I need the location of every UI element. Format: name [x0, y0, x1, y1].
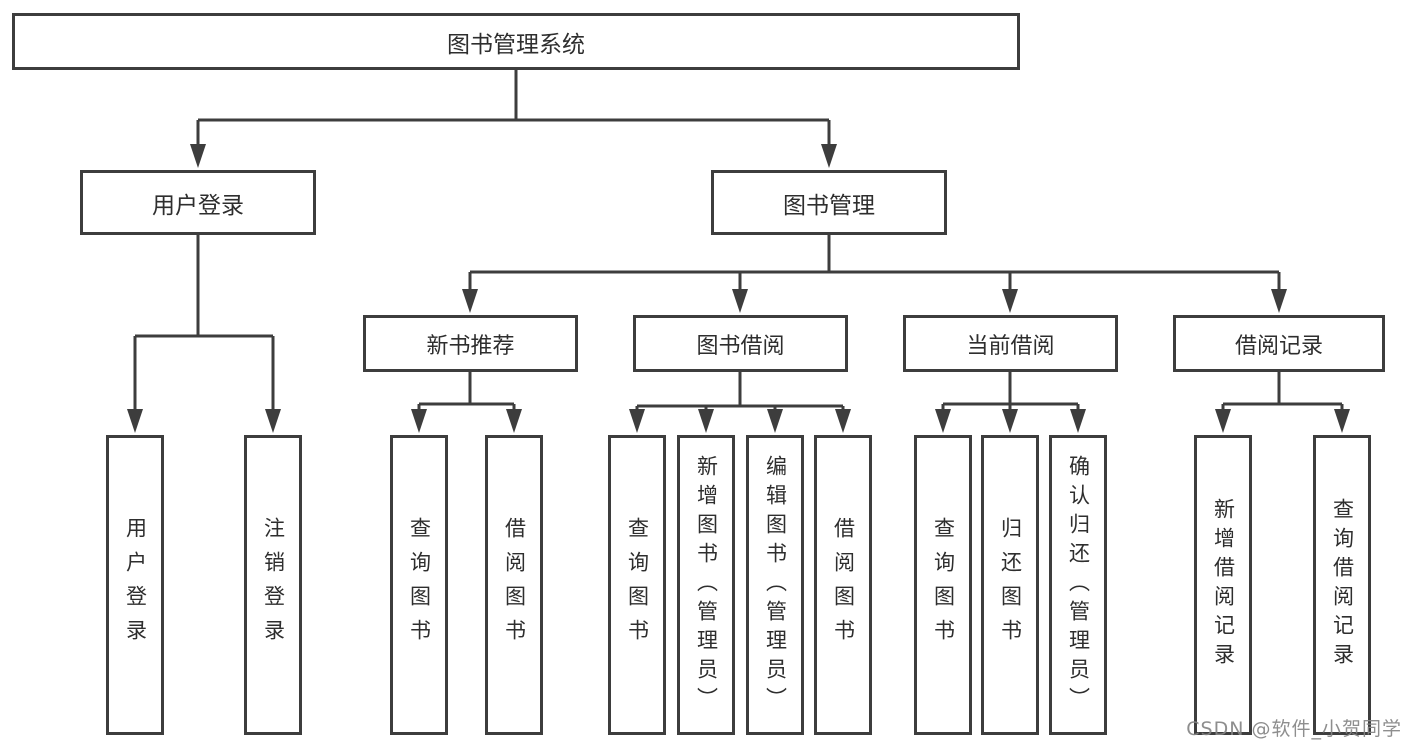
node-root: 图书管理系统 — [12, 13, 1020, 70]
connector-user-login-children — [133, 235, 275, 411]
leaf-edit-books-admin: 编辑图书（管理员） — [746, 435, 804, 735]
arrowhead — [1070, 409, 1086, 433]
leaf-label: 新增图书（管理员） — [694, 454, 719, 716]
leaf-label: 查询借阅记录 — [1330, 498, 1355, 672]
leaf-label: 查询图书 — [407, 517, 432, 653]
arrowhead — [1002, 409, 1018, 433]
leaf-label: 查询图书 — [625, 517, 650, 653]
node-book-mgmt-label: 图书管理 — [783, 192, 875, 219]
node-book-borrow: 图书借阅 — [633, 315, 848, 372]
connector-current-borrow-children — [941, 372, 1080, 411]
node-book-mgmt: 图书管理 — [711, 170, 947, 235]
leaf-user-login: 用户登录 — [106, 435, 164, 735]
arrowhead — [1215, 409, 1231, 433]
arrowhead — [821, 144, 837, 168]
leaf-label: 归还图书 — [998, 517, 1023, 653]
connector-borrow-records-children — [1221, 372, 1344, 411]
node-borrow-records: 借阅记录 — [1173, 315, 1385, 372]
node-book-borrow-label: 图书借阅 — [696, 333, 785, 359]
node-borrow-records-label: 借阅记录 — [1234, 333, 1323, 359]
leaf-label: 注销登录 — [261, 517, 286, 653]
arrowhead — [506, 409, 522, 433]
arrowhead — [265, 409, 281, 433]
node-user-login: 用户登录 — [80, 170, 316, 235]
leaf-rec-search-books: 查询图书 — [390, 435, 448, 735]
leaf-label: 确认归还（管理员） — [1066, 454, 1091, 716]
arrowhead — [698, 409, 714, 433]
arrowhead — [1002, 289, 1018, 313]
arrowhead — [935, 409, 951, 433]
leaf-current-search-books: 查询图书 — [914, 435, 972, 735]
node-new-book-rec-label: 新书推荐 — [426, 333, 515, 359]
leaf-label: 编辑图书（管理员） — [763, 454, 788, 716]
leaf-return-books: 归还图书 — [981, 435, 1039, 735]
leaf-label: 借阅图书 — [502, 517, 527, 653]
node-current-borrow: 当前借阅 — [903, 315, 1118, 372]
leaf-add-books-admin: 新增图书（管理员） — [677, 435, 735, 735]
node-user-login-label: 用户登录 — [152, 192, 244, 219]
arrowhead — [1271, 289, 1287, 313]
arrowhead — [629, 409, 645, 433]
leaf-rec-borrow-books: 借阅图书 — [485, 435, 543, 735]
leaf-borrow-search-books: 查询图书 — [608, 435, 666, 735]
connector-root-to-level2 — [196, 70, 831, 146]
arrowhead — [411, 409, 427, 433]
leaf-logout: 注销登录 — [244, 435, 302, 735]
leaf-label: 查询图书 — [931, 517, 956, 653]
arrowhead — [767, 409, 783, 433]
node-new-book-rec: 新书推荐 — [363, 315, 578, 372]
leaf-add-borrow-record: 新增借阅记录 — [1194, 435, 1252, 735]
arrowhead — [835, 409, 851, 433]
leaf-label: 用户登录 — [123, 517, 148, 653]
connector-book-mgmt-children — [468, 235, 1281, 291]
leaf-search-borrow-record: 查询借阅记录 — [1313, 435, 1371, 735]
csdn-watermark: CSDN @软件_小贺同学 — [1186, 718, 1402, 740]
leaf-confirm-return-admin: 确认归还（管理员） — [1049, 435, 1107, 735]
arrowhead — [127, 409, 143, 433]
connector-book-borrow-children — [635, 372, 845, 411]
arrowhead — [732, 289, 748, 313]
arrowhead — [1334, 409, 1350, 433]
node-root-label: 图书管理系统 — [447, 31, 585, 58]
arrowhead — [462, 289, 478, 313]
node-current-borrow-label: 当前借阅 — [966, 333, 1055, 359]
leaf-borrow-books: 借阅图书 — [814, 435, 872, 735]
leaf-label: 借阅图书 — [831, 517, 856, 653]
connector-new-book-children — [417, 372, 516, 411]
arrowhead — [190, 144, 206, 168]
leaf-label: 新增借阅记录 — [1211, 498, 1236, 672]
